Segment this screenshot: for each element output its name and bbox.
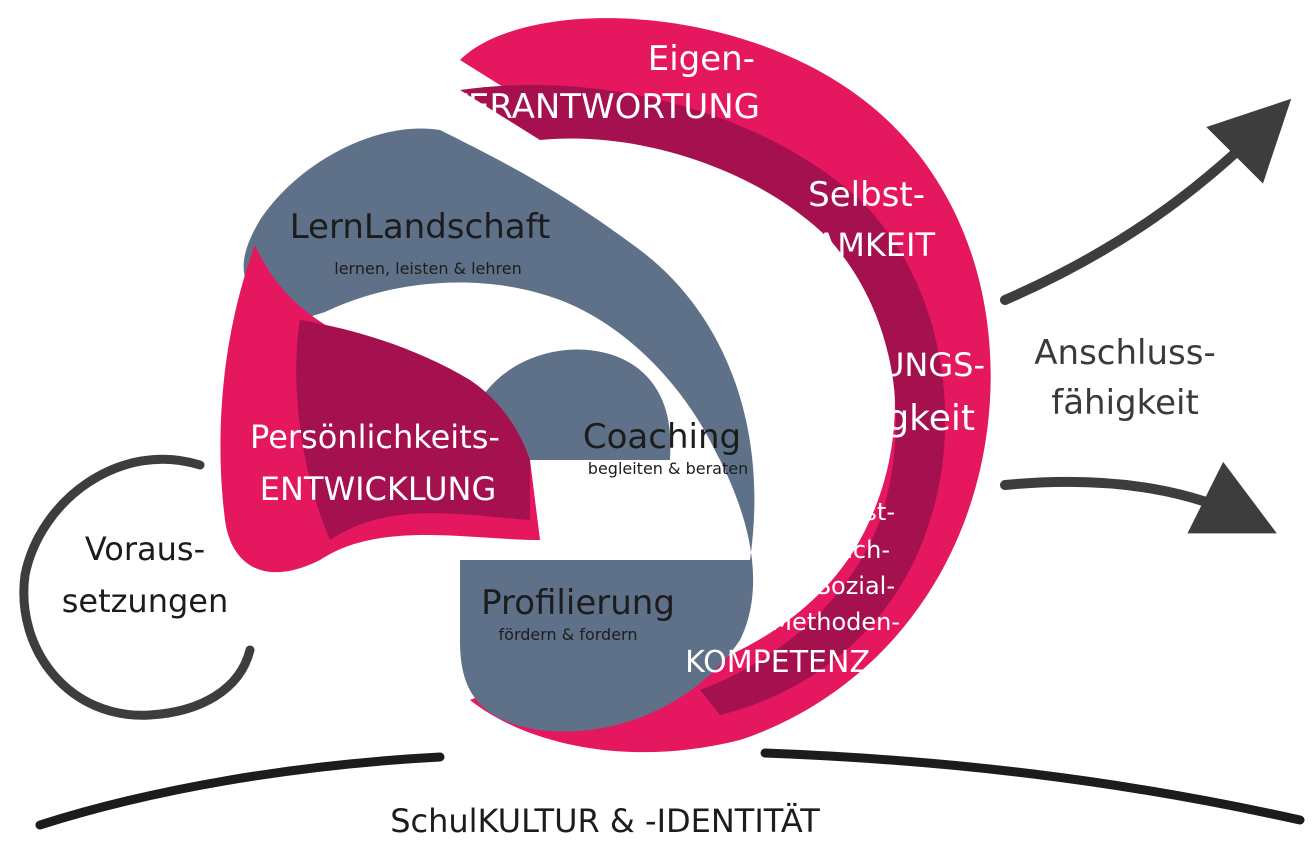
eigen-label: Eigen- xyxy=(648,39,755,79)
arrow-up-right xyxy=(1000,98,1292,305)
entwicklung-label: ENTWICKLUNG xyxy=(260,470,497,508)
kompetenz-item: Methoden- xyxy=(771,608,900,636)
kompetenz-item: Selbst- xyxy=(813,498,895,526)
coaching-subtitle: begleiten & beraten xyxy=(588,459,748,478)
kompetenz-label: KOMPETENZ xyxy=(685,645,870,680)
lernlandschaft-subtitle: lernen, leisten & lehren xyxy=(334,259,522,278)
foundation-label: SchulKULTUR & -IDENTITÄT xyxy=(390,802,820,840)
kompetenz-item: Sozial- xyxy=(816,572,895,600)
persoenlichkeit-label: Persönlichkeits- xyxy=(250,418,500,456)
voraussetzungen-arc xyxy=(19,454,255,720)
lernlandschaft-title: LernLandschaft xyxy=(290,207,551,247)
voraussetzungen-line1: Voraus- xyxy=(85,530,205,568)
faehigkeit-label: fähigkeit xyxy=(819,398,975,439)
spiral-left-overlap xyxy=(296,320,530,540)
arrow-down-right xyxy=(1000,461,1277,534)
coaching-title: Coaching xyxy=(583,417,741,457)
foundation-left-curve xyxy=(35,752,445,830)
verantwortung-label: VERANTWORTUNG xyxy=(445,87,760,127)
profilierung-subtitle: fördern & fordern xyxy=(499,625,638,644)
coaching-knob xyxy=(470,349,671,460)
foundation-right-curve xyxy=(760,748,1305,825)
kompetenz-item: Fach- xyxy=(827,536,890,564)
profilierung-title: Profilierung xyxy=(481,583,675,623)
voraussetzungen-line2: setzungen xyxy=(62,582,229,620)
wirksamkeit-label: WIRKSAMKEIT xyxy=(710,226,935,264)
anschluss-line1: Anschluss- xyxy=(1034,333,1215,373)
selbst-label: Selbst- xyxy=(808,175,925,215)
handlungs-label: HANDLUNGS- xyxy=(770,346,985,384)
spiral-slate-ribbon xyxy=(243,128,755,732)
anschluss-line2: fähigkeit xyxy=(1051,383,1199,423)
